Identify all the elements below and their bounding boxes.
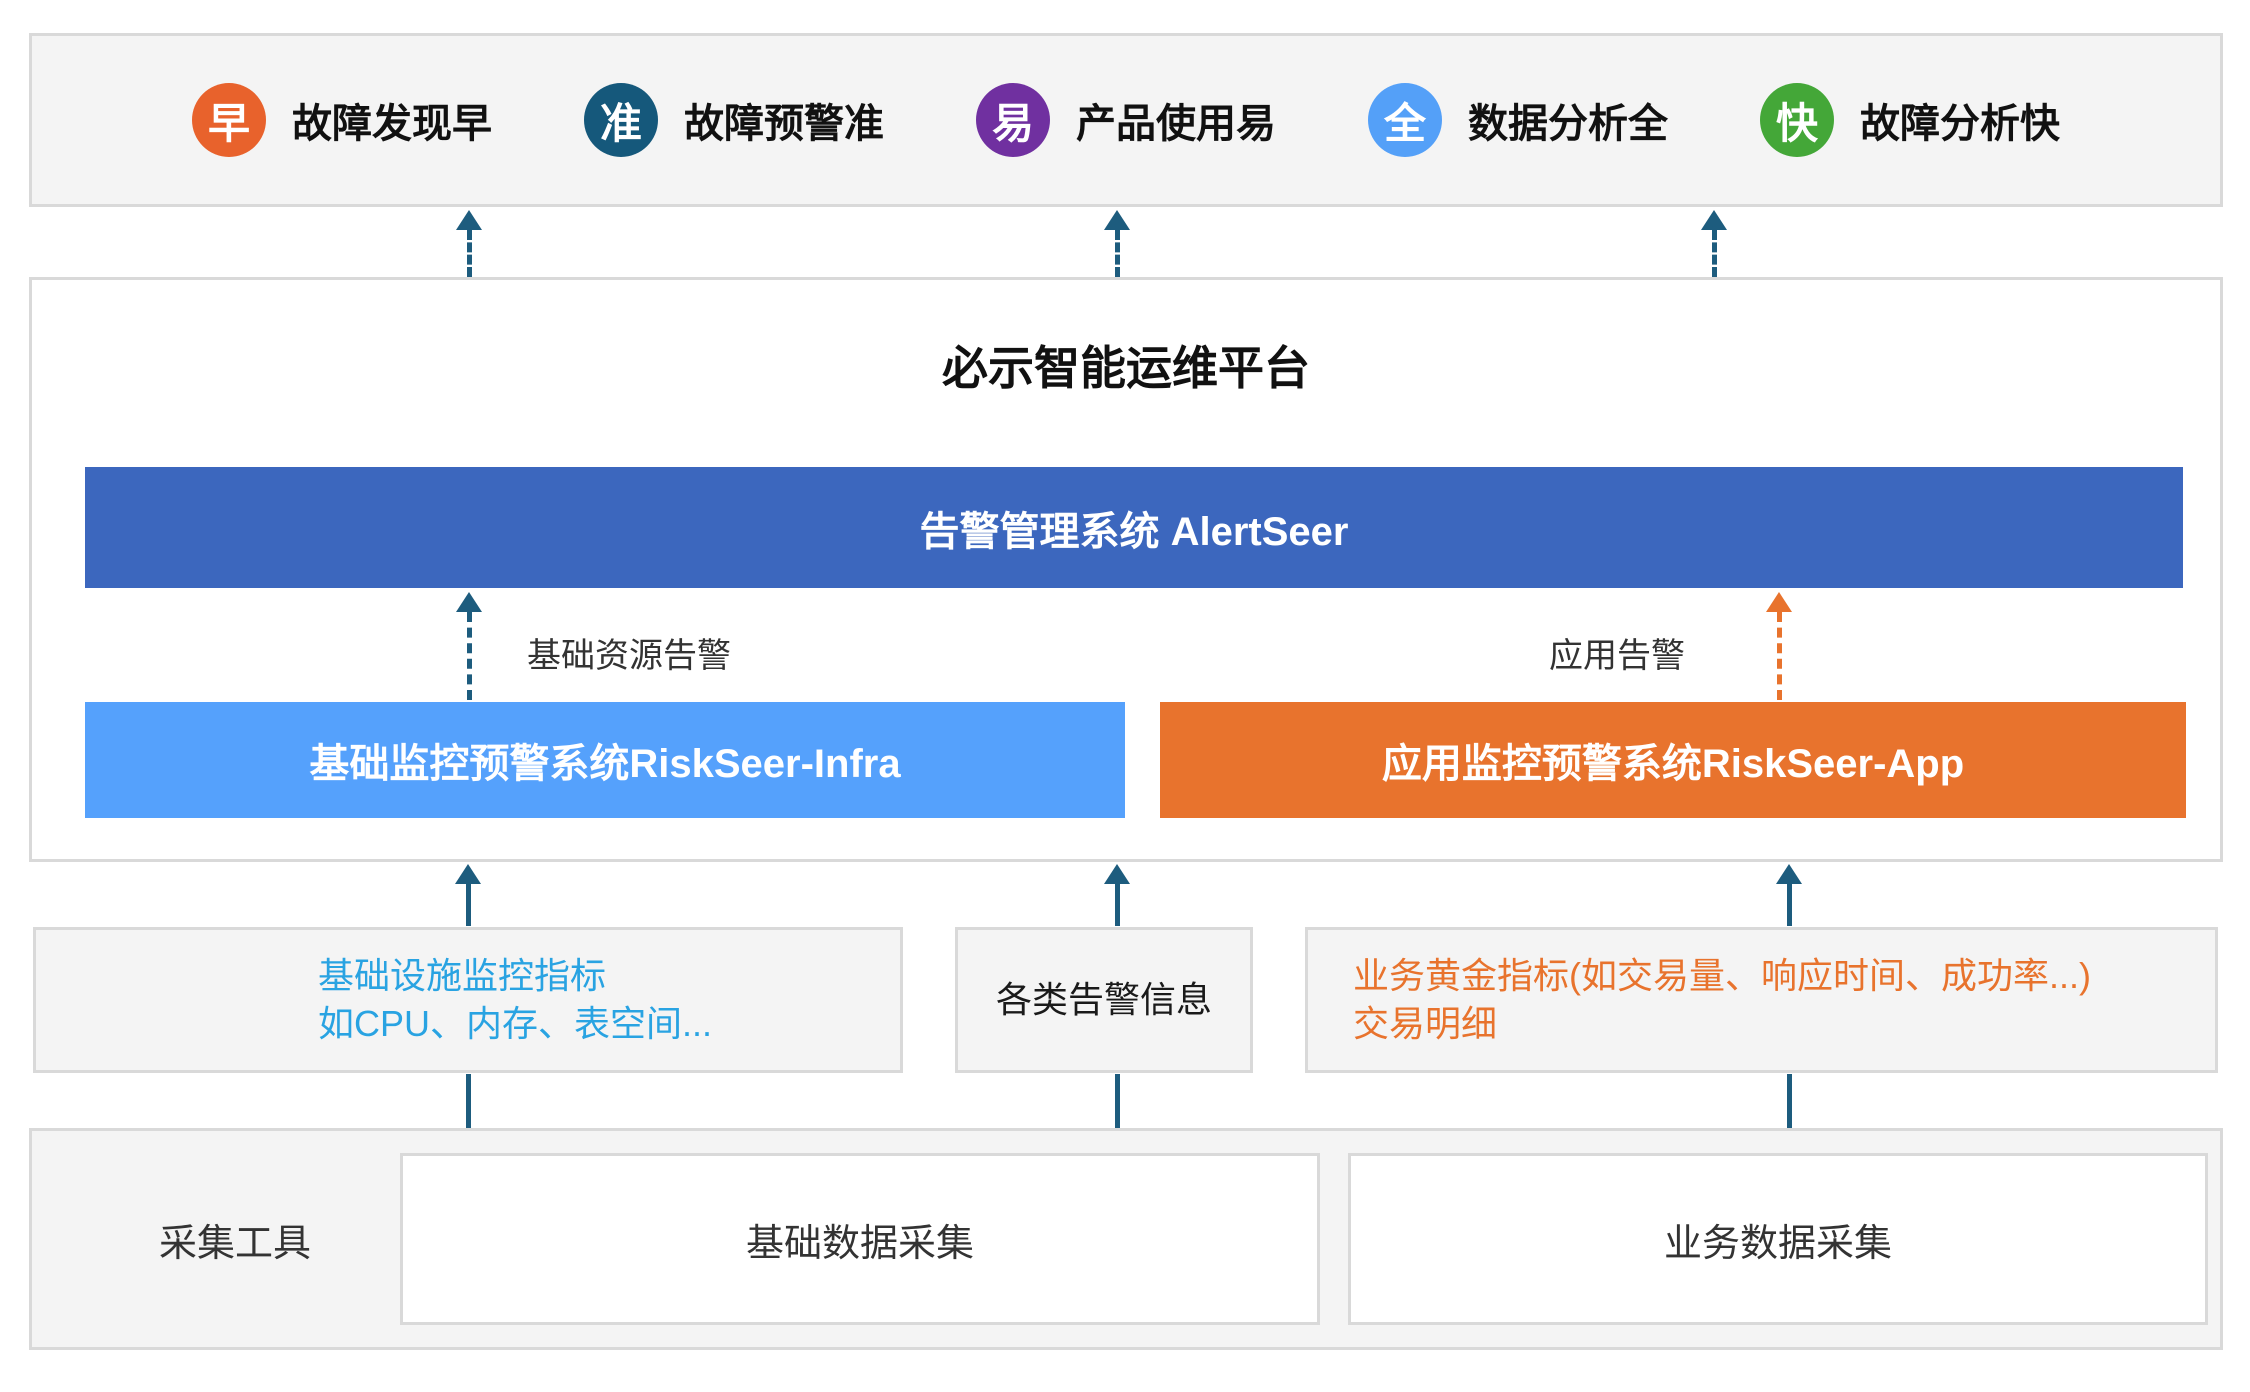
business-metrics-box: 业务黄金指标(如交易量、响应时间、成功率...) 交易明细 xyxy=(1305,927,2218,1073)
feature-label: 故障预警准 xyxy=(684,102,884,146)
infra-alert-label: 基础资源告警 xyxy=(527,637,731,675)
feature-item-complete: 全 数据分析全 xyxy=(1368,83,1668,157)
alert-info-box: 各类告警信息 xyxy=(955,927,1253,1073)
feature-item-accurate: 准 故障预警准 xyxy=(584,83,884,157)
riskseer-infra-bar: 基础监控预警系统RiskSeer-Infra xyxy=(85,702,1125,818)
early-badge-icon: 早 xyxy=(192,83,266,157)
connector-line xyxy=(1115,1074,1120,1128)
feature-label: 故障分析快 xyxy=(1860,102,2060,146)
easy-badge-icon: 易 xyxy=(976,83,1050,157)
feature-label: 故障发现早 xyxy=(292,102,492,146)
alert-info-label: 各类告警信息 xyxy=(995,979,1212,1021)
feature-item-early: 早 故障发现早 xyxy=(192,83,492,157)
infra-metrics-line1: 基础设施监控指标 xyxy=(318,955,607,997)
feature-label: 产品使用易 xyxy=(1076,102,1276,146)
connector-line xyxy=(1787,1074,1792,1128)
accurate-badge-icon: 准 xyxy=(584,83,658,157)
business-collector-box: 业务数据采集 xyxy=(1348,1153,2208,1325)
collection-panel: 采集工具 基础数据采集 业务数据采集 xyxy=(29,1128,2223,1350)
platform-panel: 必示智能运维平台 告警管理系统 AlertSeer 基础资源告警 应用告警 基础… xyxy=(29,277,2223,862)
up-arrow-icon xyxy=(1104,210,1130,277)
app-alert-label: 应用告警 xyxy=(1549,637,1685,675)
fast-badge-icon: 快 xyxy=(1760,83,1834,157)
infra-metrics-line2: 如CPU、内存、表空间... xyxy=(318,1003,713,1044)
up-arrow-icon xyxy=(1776,864,1802,926)
alertseer-bar: 告警管理系统 AlertSeer xyxy=(85,467,2183,588)
up-arrow-icon xyxy=(455,864,481,926)
connector-line xyxy=(466,1074,471,1128)
platform-title: 必示智能运维平台 xyxy=(942,342,1310,394)
up-arrow-icon xyxy=(1701,210,1727,277)
feature-item-fast: 快 故障分析快 xyxy=(1760,83,2060,157)
up-arrow-icon xyxy=(456,210,482,277)
up-arrow-icon xyxy=(1104,864,1130,926)
business-metrics-line1: 业务黄金指标(如交易量、响应时间、成功率...) xyxy=(1353,955,2091,997)
complete-badge-icon: 全 xyxy=(1368,83,1442,157)
features-bar: 早 故障发现早 准 故障预警准 易 产品使用易 全 数据分析全 快 故障分析快 xyxy=(29,33,2223,207)
business-metrics-line2: 交易明细 xyxy=(1353,1003,1498,1044)
riskseer-app-bar: 应用监控预警系统RiskSeer-App xyxy=(1160,702,2186,818)
infra-alert-up-arrow-icon xyxy=(456,592,482,700)
infra-metrics-box: 基础设施监控指标 如CPU、内存、表空间... xyxy=(33,927,903,1073)
feature-label: 数据分析全 xyxy=(1468,102,1668,146)
app-alert-up-arrow-icon xyxy=(1766,592,1792,700)
feature-item-easy: 易 产品使用易 xyxy=(976,83,1276,157)
infra-collector-box: 基础数据采集 xyxy=(400,1153,1320,1325)
collection-label: 采集工具 xyxy=(158,1222,311,1265)
